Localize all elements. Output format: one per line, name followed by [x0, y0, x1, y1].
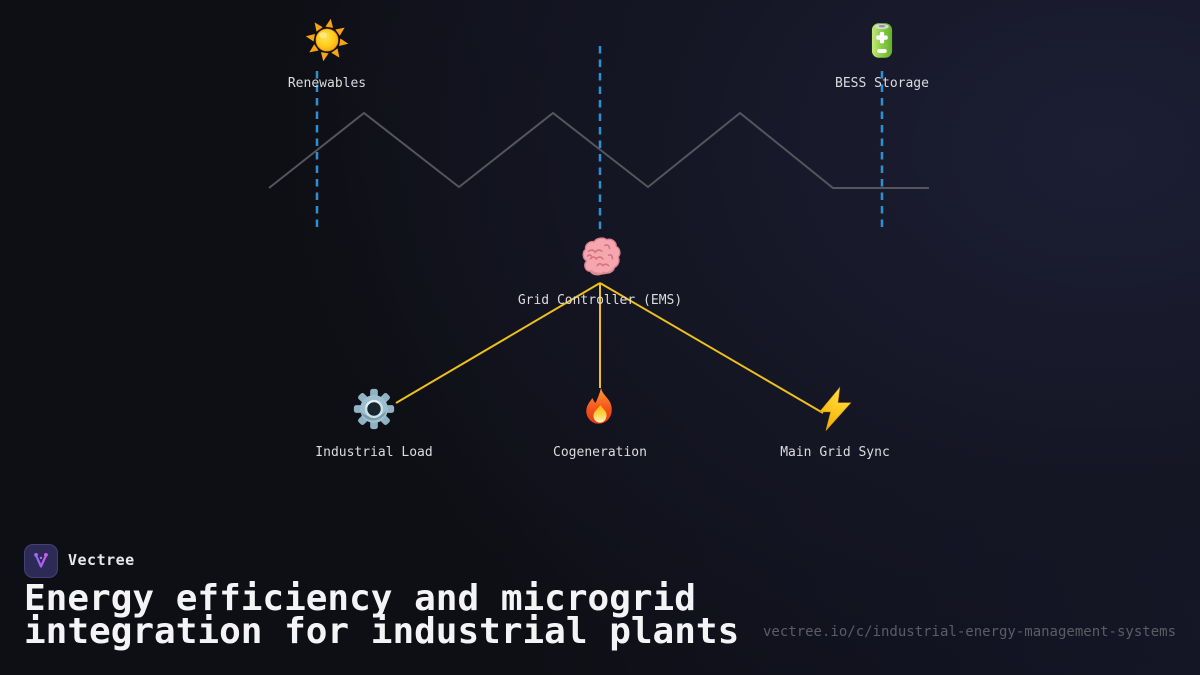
ems-to-main-grid-sync-link — [599, 282, 824, 414]
node-label-main-grid-sync: Main Grid Sync — [780, 445, 890, 460]
brain-icon — [582, 237, 621, 276]
node-main-grid-sync: Main Grid Sync — [725, 386, 945, 460]
vectree-v-branch-icon — [34, 552, 48, 568]
node-label-bess-storage: BESS Storage — [835, 76, 929, 91]
ems-to-industrial-load-link — [395, 282, 601, 404]
demand-curve-line — [268, 111, 929, 189]
node-renewables: Renewables — [217, 17, 437, 91]
page-title-line-1: Energy efficiency and microgrid — [24, 578, 696, 619]
sun-icon — [305, 18, 349, 62]
gear-icon — [353, 388, 395, 430]
node-grid-controller: Grid Controller (EMS) — [490, 234, 710, 308]
node-label-cogeneration: Cogeneration — [553, 445, 647, 460]
node-industrial-load: Industrial Load — [264, 386, 484, 460]
node-label-grid-controller: Grid Controller (EMS) — [517, 293, 683, 308]
lightning-icon — [819, 386, 852, 431]
node-label-industrial-load: Industrial Load — [315, 445, 433, 460]
page-title: Energy efficiency and microgrid integrat… — [24, 578, 740, 652]
node-bess-storage: BESS Storage — [772, 17, 992, 91]
node-label-renewables: Renewables — [287, 76, 367, 91]
brand-name: Vectree — [68, 551, 135, 569]
vectree-logo — [24, 544, 58, 578]
battery-icon — [871, 23, 893, 58]
node-cogeneration: Cogeneration — [490, 386, 710, 460]
page-url: vectree.io/c/industrial-energy-managemen… — [762, 624, 1176, 640]
fire-icon — [586, 387, 612, 424]
page-title-line-2: integration for industrial plants — [24, 611, 740, 652]
